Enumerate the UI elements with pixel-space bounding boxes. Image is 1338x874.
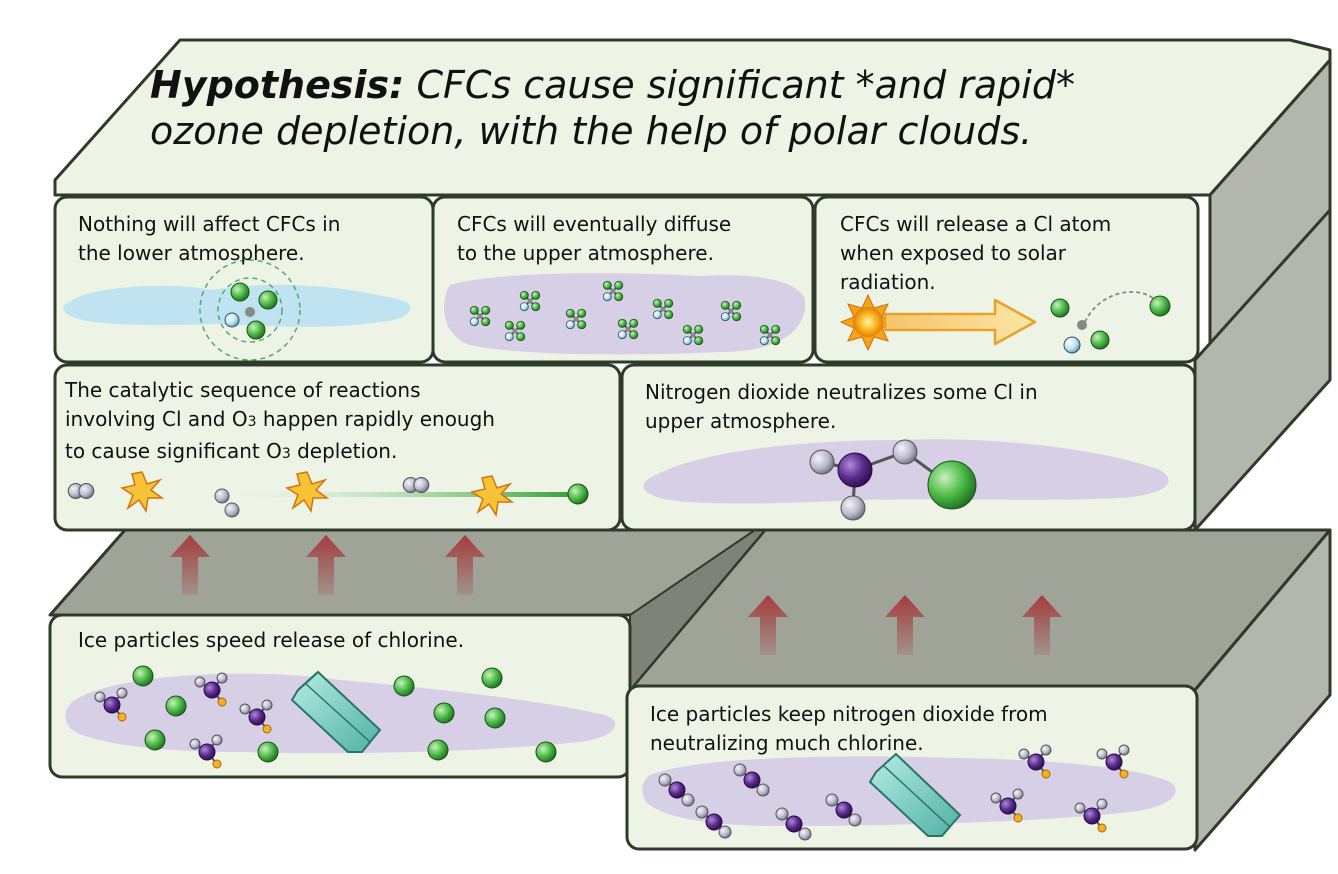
tier2-box1-text: The catalytic sequence of reactions invo… <box>65 376 495 469</box>
tier3-box2-line2: neutralizing much chlorine. <box>650 731 924 755</box>
chlorine-atom <box>144 729 166 751</box>
tier1-box3-text: CFCs will release a Cl atom when exposed… <box>840 210 1111 297</box>
chlorine-atom <box>393 675 415 697</box>
tier2-box1-line2-a: involving Cl and O <box>65 407 248 431</box>
chlorine-atom <box>567 483 589 505</box>
tier3-box1-text: Ice particles speed release of chlorine. <box>78 626 464 655</box>
slab-structure <box>48 38 1332 852</box>
tier2-box1-line2-b: happen rapidly enough <box>256 407 495 431</box>
oxygen-molecule <box>67 483 95 499</box>
tier2-box-nitrogen <box>620 363 1197 532</box>
purple-cloud <box>643 439 1169 504</box>
oxygen-atom <box>214 488 230 504</box>
blue-cloud <box>63 284 411 327</box>
chlorine-atom <box>132 665 154 687</box>
ozone-subscript: 3 <box>281 446 291 462</box>
chlorine-atom <box>433 702 455 724</box>
tier1-box1-line2: the lower atmosphere. <box>78 241 305 265</box>
purple-cloud <box>444 273 806 355</box>
chlorine-atom <box>1149 295 1171 317</box>
reaction-trail <box>210 492 570 497</box>
chlorine-atom <box>535 741 557 763</box>
tier2-box2-text: Nitrogen dioxide neutralizes some Cl in … <box>645 378 1038 436</box>
oxygen-molecule <box>402 477 430 493</box>
tier2-box1-line3-b: depletion. <box>290 439 398 463</box>
tier2-box-catalytic <box>53 363 622 532</box>
tier1-box2-text: CFCs will eventually diffuse to the uppe… <box>457 210 731 268</box>
sun-icon <box>839 293 897 352</box>
tier2-box1-line1: The catalytic sequence of reactions <box>65 378 421 402</box>
chlorine-atom <box>165 695 187 717</box>
hypothesis-line-1: Hypothesis: CFCs cause significant *and … <box>150 62 1280 108</box>
tier3-box-ice-keep <box>625 684 1199 851</box>
radiation-arrow <box>883 298 1037 346</box>
hypothesis-label: Hypothesis: <box>150 63 405 107</box>
tier1-box3-line3: radiation. <box>840 270 936 294</box>
ice-crystal <box>290 670 382 753</box>
tier2-box2-line2: upper atmosphere. <box>645 409 837 433</box>
ice-crystal <box>868 752 962 837</box>
chlorine-atom <box>257 741 279 763</box>
tier1-box1-line1: Nothing will affect CFCs in <box>78 212 341 236</box>
diffusion-ring-inner <box>217 277 283 343</box>
chlorine-atom <box>481 667 503 689</box>
chlorine-atom <box>484 707 506 729</box>
ozone-subscript: 3 <box>247 414 257 430</box>
no2-cl-molecule <box>809 439 977 521</box>
cfc-molecule-fragment <box>1050 298 1110 354</box>
tier3-box-ice-speed <box>48 613 632 779</box>
tier1-box-solar <box>813 195 1200 364</box>
tier1-box2-line1: CFCs will eventually diffuse <box>457 212 732 236</box>
hypothesis-statement: Hypothesis: CFCs cause significant *and … <box>150 62 1280 154</box>
tier2-box1-line2: involving Cl and O3 happen rapidly enoug… <box>65 405 495 437</box>
tier1-box3-line2: when exposed to solar <box>840 241 1066 265</box>
tier1-box-lower-atmosphere <box>53 195 435 364</box>
tier2-box1-line3: to cause significant O3 depletion. <box>65 437 495 469</box>
chlorine-atom <box>427 739 449 761</box>
cfc-molecule-large <box>224 282 278 340</box>
hypothesis-text-1: CFCs cause significant *and rapid* <box>416 63 1075 107</box>
tier2-box1-line3-a: to cause significant O <box>65 439 282 463</box>
tier3-box1-line1: Ice particles speed release of chlorine. <box>78 628 465 652</box>
oxygen-atom <box>224 502 240 518</box>
diffusion-ring-outer <box>199 259 301 361</box>
tier1-box-diffuse <box>431 195 815 364</box>
tier3-box2-text: Ice particles keep nitrogen dioxide from… <box>650 700 1048 758</box>
tier2-box2-line1: Nitrogen dioxide neutralizes some Cl in <box>645 380 1038 404</box>
tier1-box3-line1: CFCs will release a Cl atom <box>840 212 1112 236</box>
tier1-box1-text: Nothing will affect CFCs in the lower at… <box>78 210 340 268</box>
tier3-box2-line1: Ice particles keep nitrogen dioxide from <box>650 702 1048 726</box>
hypothesis-line-2: ozone depletion, with the help of polar … <box>150 109 1033 153</box>
release-path <box>1084 291 1156 323</box>
tier1-box2-line2: to the upper atmosphere. <box>457 241 714 265</box>
